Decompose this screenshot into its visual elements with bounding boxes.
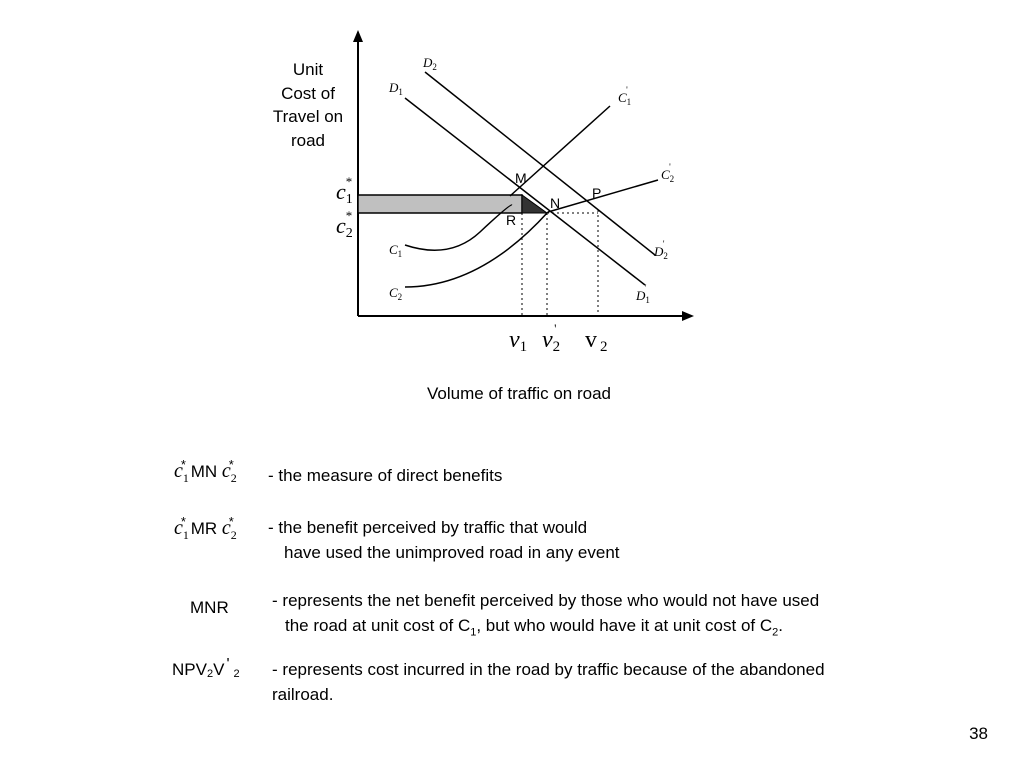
cost-curve-c2-prime [547,179,659,213]
legend-symbol-c1mrc2: c1* MR c2* [174,514,237,542]
legend-symbol-npv2v2: NPV2V'2 [172,656,240,680]
label-d2: D2 [422,55,437,72]
x-axis-arrow [682,311,694,321]
demand-curve-d2 [424,71,656,256]
point-r: R [506,212,516,228]
benefit-rectangle [357,194,523,214]
label-d2-prime: D2' [653,239,668,261]
legend-text-direct-benefits: - the measure of direct benefits [268,466,503,485]
legend-text-net-benefit: - represents the net benefit perceived b… [272,591,820,639]
cost-curve-c1-prime [509,105,611,197]
label-d1: D1 [388,80,403,97]
point-n: N [550,195,560,211]
page-number: 38 [969,724,988,743]
tick-v1: v1 [509,327,527,355]
x-axis-label: Volume of traffic on road [427,384,611,403]
label-c2-prime: C2' [661,162,674,184]
demand-curve-d1 [404,97,646,286]
label-c2: C2 [389,285,402,302]
tick-c1-star: c1* [336,174,353,207]
point-m: M [515,170,527,186]
legend-text-abandoned-railroad: - represents cost incurred in the road b… [272,660,825,704]
label-c1: C1 [389,242,402,259]
legend-symbol-c1mnc2: c1* MN c2* [174,457,237,485]
label-c1-prime: C1' [618,85,631,107]
cost-curve-c2 [404,211,549,288]
y-axis-label: Unit Cost of Travel on road [272,60,344,150]
y-axis-arrow [353,30,363,42]
mnr-triangle [521,194,549,214]
tick-c2-star: c2* [336,208,353,241]
legend-symbol-mnr: MNR [190,598,229,617]
point-p: P [592,185,601,201]
label-d1-prime: D1' [635,283,650,305]
cost-volume-diagram: D2 D1 C1' C2' C1 C2 D2' D1' M N P R c1* … [336,30,694,403]
cost-curve-c1 [404,204,513,251]
tick-v2-prime: v2' [542,321,560,355]
legend-text-perceived-benefit: - the benefit perceived by traffic that … [268,518,620,562]
